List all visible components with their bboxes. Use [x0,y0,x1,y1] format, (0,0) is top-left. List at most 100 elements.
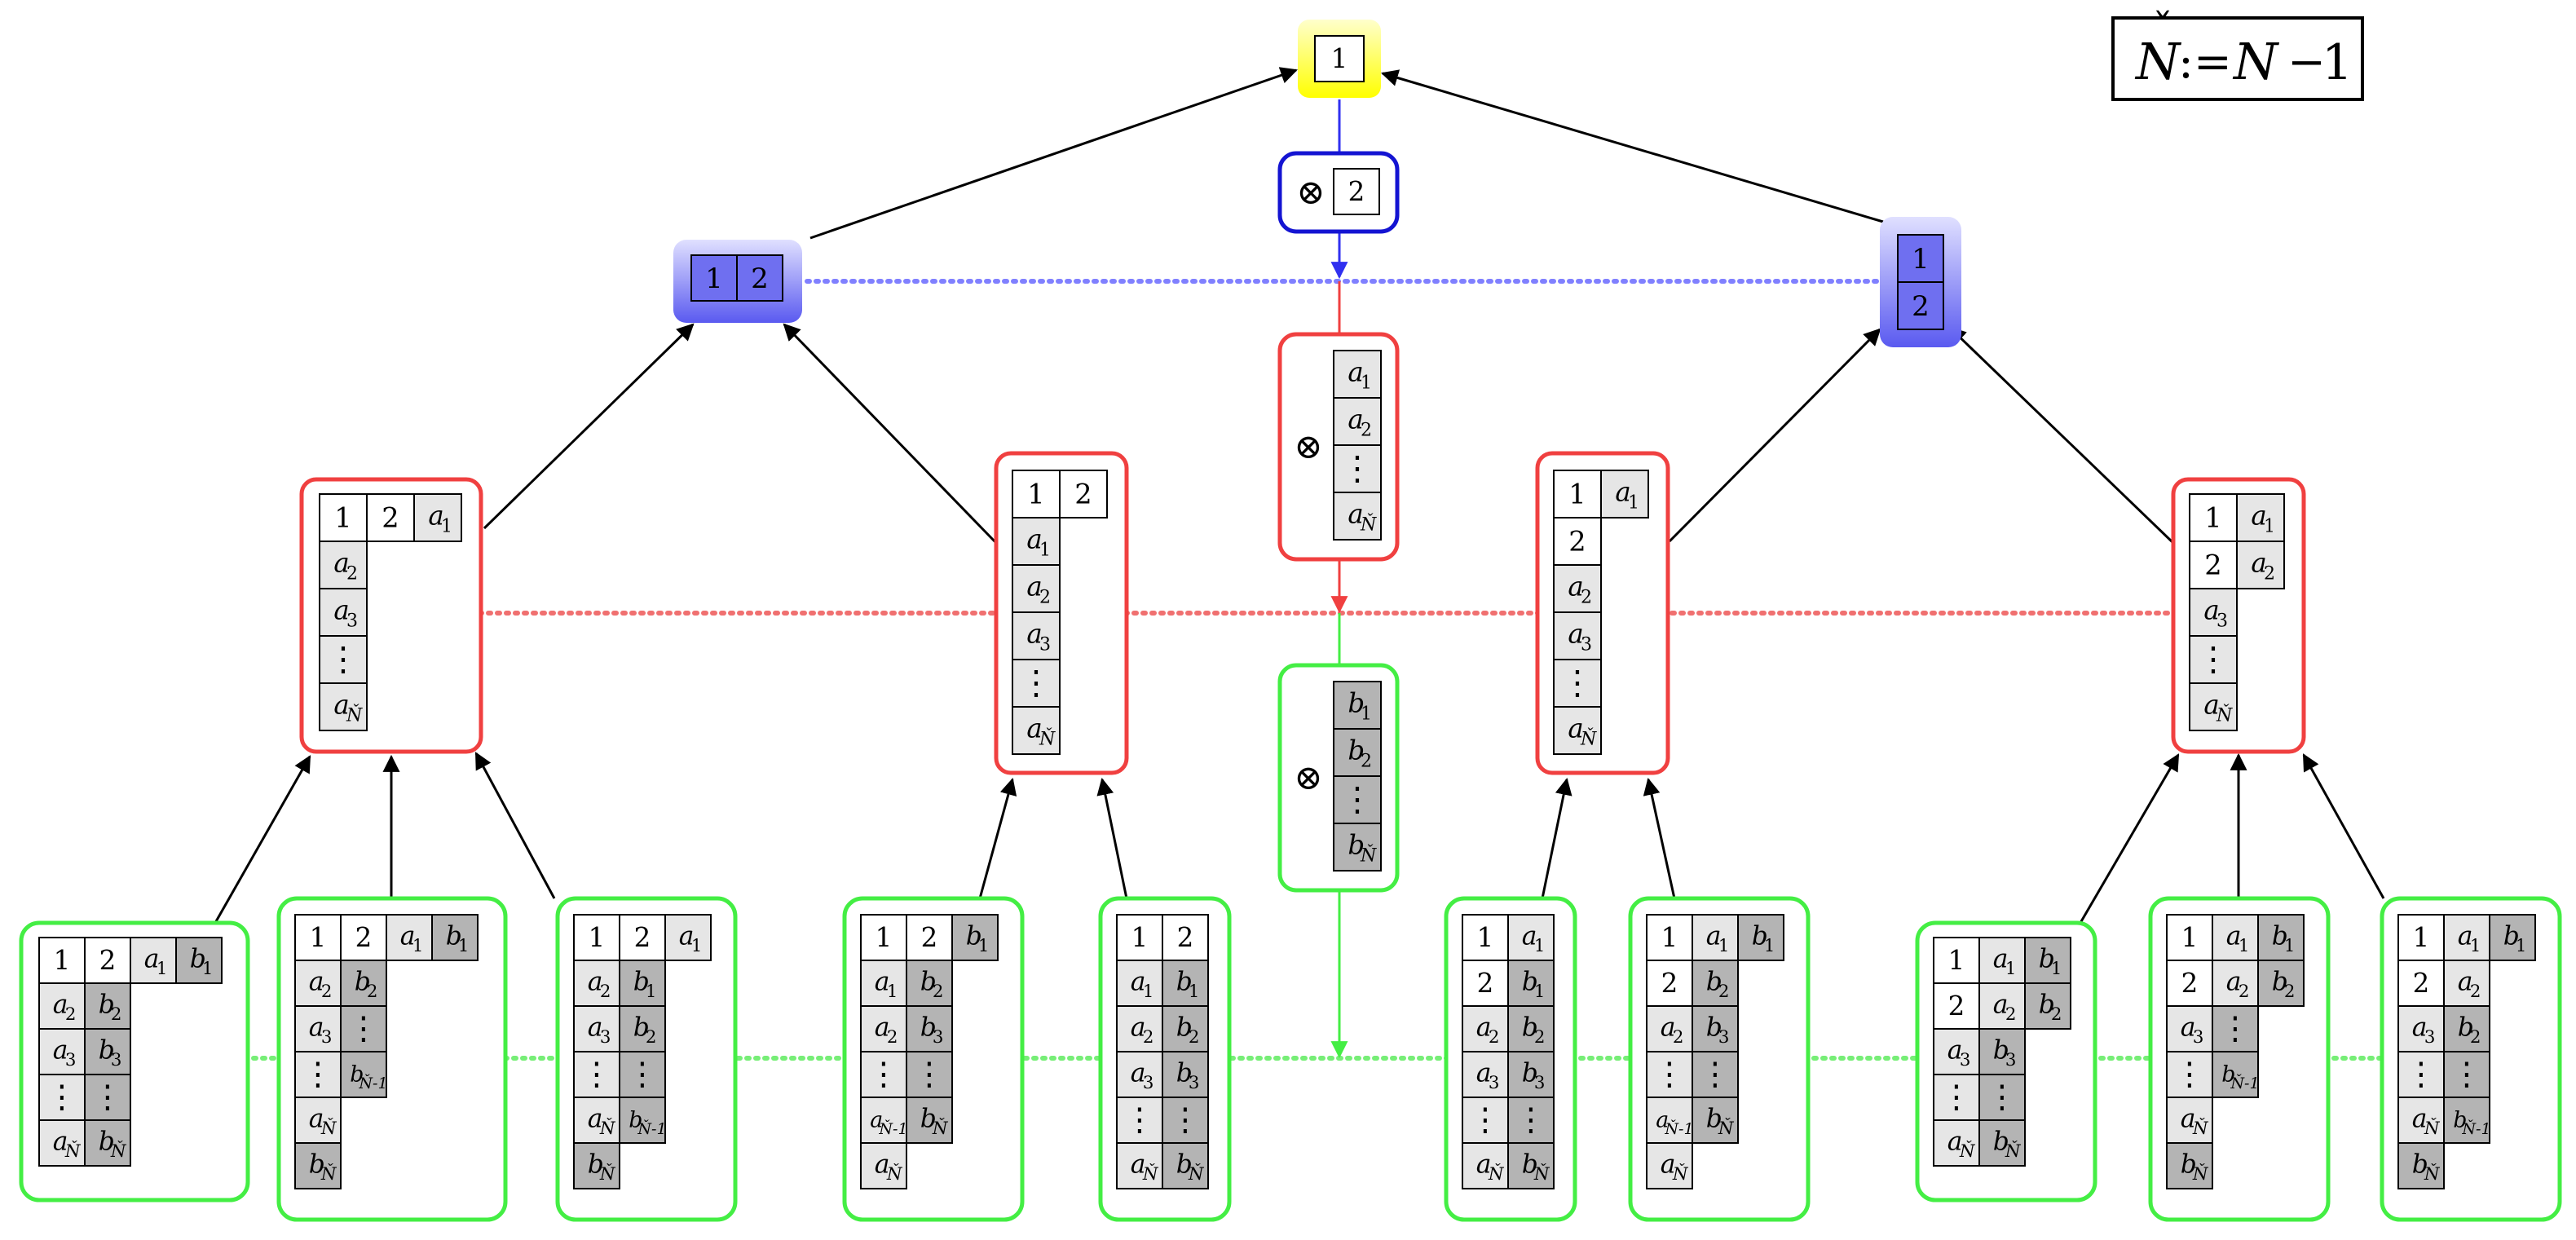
tableau-cell [1507,1097,1555,1144]
cell-letter: a [1131,1150,1146,1179]
cell-letter: b [1993,1035,2009,1065]
cell-subscript: Ň [1360,843,1377,866]
cell-vdots: ⋮ [1341,779,1374,819]
cell-letter: b [1522,1150,1538,1179]
cell-subscript: Ň [64,1141,82,1162]
cell-vdots: ⋮ [1940,1079,1972,1115]
cell-vdots: ⋮ [1561,663,1595,702]
cell-vdots: ⋮ [46,1079,77,1115]
tableau-cell [619,1005,666,1052]
cell-subscript: 2 [600,982,611,1002]
tableau-cell [906,1097,953,1144]
cell-letter: a [2181,1013,2196,1042]
cell-subscript: 1 [1361,373,1372,393]
tableau-cell [2189,635,2238,684]
cell-subscript: 2 [2470,1027,2481,1048]
tableau-cell [1507,1051,1555,1098]
tableau-cell [2189,493,2238,542]
cell-subscript: 3 [2005,1050,2017,1070]
cell-subscript: 1 [978,936,990,956]
cell-subscript: Ň [2424,1163,2441,1185]
cell-letter: a [2203,595,2219,626]
cell-subscript: Ň [599,1163,616,1185]
cell-letter: a [2181,1104,2196,1133]
cell-letter: a [875,967,890,996]
tableau-cell [1333,775,1382,824]
cell-letter: b [920,1104,937,1133]
cell-number: 1 [1948,945,1965,976]
cell-subscript: Ň [1959,1141,1976,1162]
tableau-cell [1646,1097,1693,1144]
cell-letter: b [1522,967,1538,996]
cell-letter: a [1568,571,1583,602]
tableau-cell [1333,444,1382,493]
tableau-cell [1162,1142,1209,1189]
tableau-cell [1162,1051,1209,1098]
cell-letter: a [400,921,416,951]
cell-vdots: ⋮ [1986,1079,2018,1115]
tree-arrow [978,777,1017,899]
cell-letter: b [2458,1013,2474,1042]
cell-letter: a [2412,1104,2428,1133]
tableau-cell [573,960,620,1007]
tree-arrow [214,755,311,924]
tableau-cell [2397,1005,2445,1052]
cell-letter: b [99,1035,115,1065]
cell-subscript: 1 [2516,936,2527,956]
cell-letter: a [679,921,695,951]
tableau-cell [690,254,738,302]
cell-subscript: 2 [1361,751,1372,771]
tableau-cell [1646,914,1693,961]
cell-number: 1 [310,922,327,953]
cell-number: 2 [1948,991,1965,1022]
cell-letter: a [333,548,349,579]
cell-vdots: ⋮ [1515,1101,1546,1138]
cell-number: 1 [705,263,723,295]
tableau-cell [1933,982,1980,1030]
cell-number: 2 [1074,479,1092,510]
tableau-cell [1897,234,1944,283]
tableau-cell [1978,1119,2026,1167]
cell-number: 2 [2181,968,2199,999]
tableau-cell [413,493,462,542]
cell-subscript: 1 [691,936,703,956]
cell-vdots: ⋮ [327,639,360,678]
cell-letter: a [1026,713,1042,744]
tableau-cell [2236,493,2285,542]
cell-letter: b [966,921,982,951]
tableau-cell [2397,1051,2445,1098]
cell-letter: b [633,1013,650,1042]
tree-arrows [214,67,2385,924]
cell-subscript: Ň [1672,1163,1689,1185]
cell-letter: a [2251,548,2266,579]
tableau-cell [1116,914,1163,961]
cell-vdots: ⋮ [2405,1056,2437,1092]
cell-letter: b [1522,1013,1538,1042]
cell-number: 2 [1177,922,1194,953]
cell-letter: a [1615,477,1630,508]
cell-subscript: 2 [65,1004,77,1025]
tableau-cell [84,1074,131,1121]
tableau-cell [951,914,999,961]
tree-arrow [1948,326,2175,545]
tree-arrow [1668,328,1881,543]
cell-subscript: Ň-1 [637,1119,666,1138]
cell-subscript: 2 [111,1004,122,1025]
cell-subscript: 3 [2424,1027,2436,1048]
tableau-cell [1600,470,1649,519]
cell-subscript: Ň [2005,1141,2022,1162]
tableau-cell [130,937,177,984]
tableau-cell [2236,541,2285,589]
cell-subscript: 2 [2284,982,2296,1002]
cell-subscript: 2 [1718,982,1730,1002]
cell-letter: a [1476,1013,1492,1042]
cell-letter: a [1026,619,1042,650]
cell-subscript: 1 [202,959,214,979]
